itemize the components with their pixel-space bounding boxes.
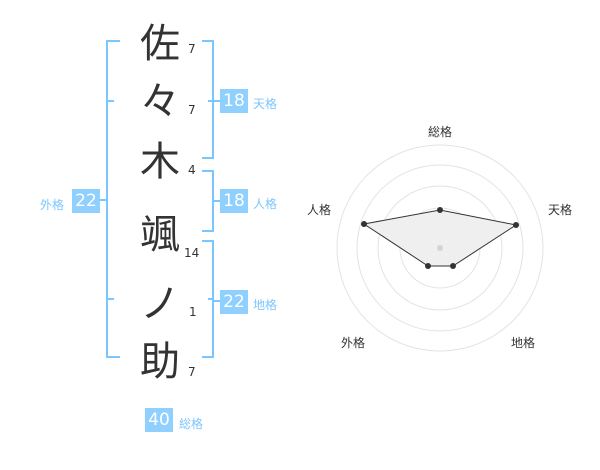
radar-point-tenkaku [513, 222, 519, 228]
jinkaku-bracket-top [202, 170, 214, 172]
name-char-3: 木 [140, 139, 180, 185]
gaikaku-label: 外格 [40, 198, 65, 212]
soukaku-label: 総格 [179, 417, 204, 431]
chikaku-bracket-top [202, 240, 214, 242]
gaikaku-bracket-bottom [106, 356, 120, 358]
stroke-count-6: 7 [188, 365, 196, 379]
radar-point-chikaku [450, 263, 456, 269]
soukaku-value-badge: 40 [145, 408, 173, 432]
radar-label-soukaku: 総格 [428, 125, 453, 139]
radar-ring-4 [336, 144, 544, 352]
radar-ring-2 [377, 185, 503, 311]
jinkaku-bracket-mid [212, 200, 220, 202]
stroke-count-3: 4 [188, 163, 196, 177]
name-char-6: 助 [140, 339, 180, 385]
chikaku-label: 地格 [253, 298, 278, 312]
stroke-count-4: 14 [184, 246, 200, 260]
name-char-5: ノ [140, 281, 180, 327]
chikaku-bracket-tick [208, 298, 214, 300]
chikaku-bracket-bottom [202, 356, 214, 358]
tenkaku-bracket-mid [212, 100, 220, 102]
radar-label-jinkaku: 人格 [307, 203, 332, 217]
radar-ring-3 [356, 164, 524, 332]
jinkaku-bracket-bottom [202, 230, 214, 232]
radar-area [362, 209, 518, 267]
name-char-2: 々 [140, 79, 180, 125]
name-char-1: 佐 [140, 21, 180, 67]
gaikaku-bracket-mid [100, 199, 108, 201]
gaikaku-bracket-tick-2 [106, 298, 114, 300]
tenkaku-bracket-side [212, 40, 214, 159]
gaikaku-bracket-tick-1 [106, 100, 114, 102]
tenkaku-bracket-bottom [202, 157, 214, 159]
name-char-4: 颯 [140, 212, 180, 258]
tenkaku-bracket-top [202, 40, 214, 42]
stroke-count-5: 1 [189, 305, 197, 319]
tenkaku-bracket-tick [208, 100, 214, 102]
radar-label-tenkaku: 天格 [548, 203, 573, 217]
chikaku-value-badge: 22 [220, 290, 248, 314]
chikaku-bracket-mid [212, 300, 220, 302]
stroke-count-1: 7 [188, 42, 196, 56]
radar-label-chikaku: 地格 [511, 336, 536, 350]
radar-label-gaikaku: 外格 [341, 336, 366, 350]
stroke-count-2: 7 [188, 103, 196, 117]
radar-point-jinkaku [361, 221, 367, 227]
radar-center-dot [437, 245, 443, 251]
tenkaku-label: 天格 [253, 97, 278, 111]
gaikaku-bracket-top [106, 40, 120, 42]
jinkaku-label: 人格 [253, 197, 278, 211]
jinkaku-value-badge: 18 [220, 189, 248, 213]
radar-point-soukaku [437, 207, 443, 213]
tenkaku-value-badge: 18 [220, 89, 248, 113]
gaikaku-value-badge: 22 [72, 189, 100, 213]
radar-point-gaikaku [425, 263, 431, 269]
